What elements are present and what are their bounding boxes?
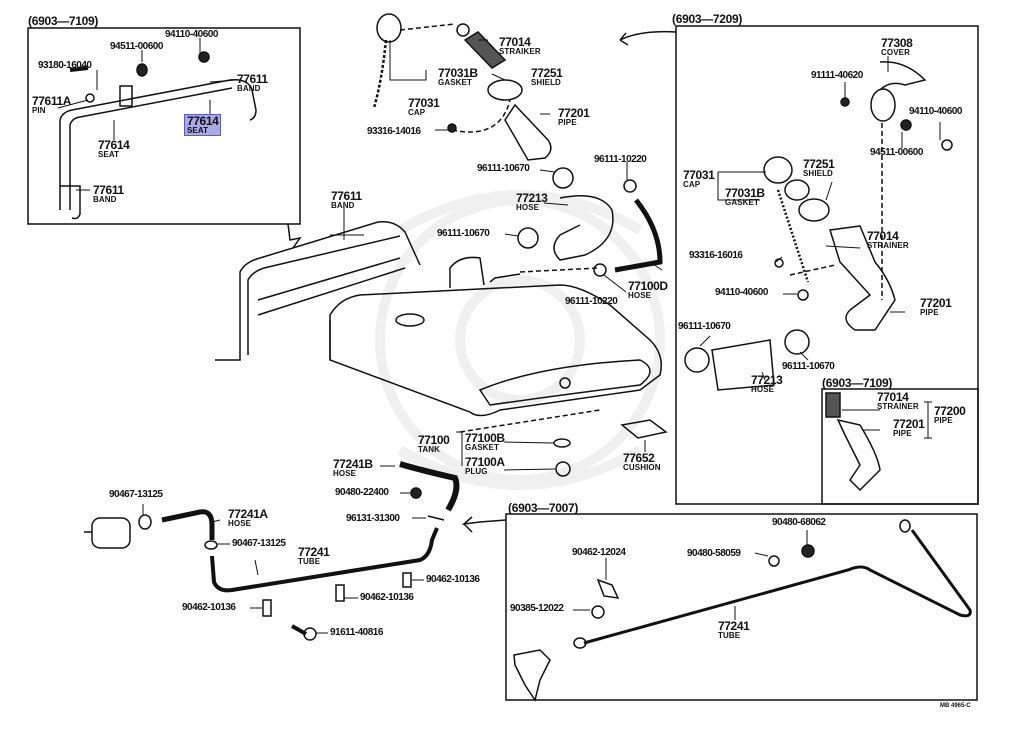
part-label-96111-10220-lower[interactable]: 96111-10220 [565, 296, 618, 307]
part-label-94110-40600[interactable]: 94110-40600 [165, 29, 218, 40]
frame-inset-pipe [821, 388, 979, 505]
tank-band [215, 220, 421, 361]
fuel-tank [329, 256, 662, 417]
tank-small-parts [459, 409, 668, 477]
part-label-96111-10670-right-right-frame[interactable]: 96111-10670 [782, 361, 835, 372]
part-label-94110-40600-lower-right[interactable]: 94110-40600 [715, 287, 768, 298]
part-label-90462-10136-right[interactable]: 90462-10136 [426, 574, 480, 585]
part-label-90480-68062[interactable]: 90480-68062 [772, 517, 826, 528]
part-label-94511-00600-right[interactable]: 94511-00600 [870, 147, 923, 158]
leader-lines [57, 38, 941, 634]
part-label-93316-16016[interactable]: 93316-16016 [689, 250, 743, 261]
part-label-90480-58059[interactable]: 90480-58059 [687, 548, 741, 559]
diagram-code: MB 4965-C [940, 703, 971, 709]
arrow-top-right [619, 30, 677, 46]
part-label-96111-10220-upper[interactable]: 96111-10220 [594, 154, 647, 165]
part-label-94110-40600-upper-right[interactable]: 94110-40600 [909, 106, 962, 117]
frame-bottom-tube [505, 513, 978, 701]
inset-pipe-drawing [825, 392, 881, 492]
frame-title-top-left: (6903—7109) [28, 14, 99, 28]
part-label-91111-40620[interactable]: 91111-40620 [811, 70, 863, 81]
part-label-90480-22400[interactable]: 90480-22400 [335, 487, 389, 498]
part-label-96111-10670-left-right-frame[interactable]: 96111-10670 [678, 321, 731, 332]
arrow-bottom [461, 516, 507, 533]
filler-hose-group [517, 167, 663, 277]
frame-top-left [27, 27, 301, 225]
part-label-90462-10136-left[interactable]: 90462-10136 [182, 602, 236, 613]
part-label-96111-10670-upper[interactable]: 96111-10670 [477, 163, 530, 174]
part-label-96131-31300[interactable]: 96131-31300 [346, 513, 400, 524]
frame-title-inset-pipe: (6903—7109) [822, 376, 893, 390]
filler-neck-group-right [684, 61, 953, 391]
fuel-filter-tube-group [84, 461, 460, 641]
watermark-emblem [375, 190, 665, 490]
part-label-90467-13125-lower[interactable]: 90467-13125 [232, 538, 286, 549]
frame-title-top-right: (6903—7209) [672, 12, 743, 26]
part-label-90462-12024[interactable]: 90462-12024 [572, 547, 626, 558]
part-label-93316-14016[interactable]: 93316-14016 [367, 126, 421, 137]
band-seat-assembly [59, 51, 257, 220]
frame-title-bottom-tube: (6903—7007) [508, 501, 579, 515]
part-label-91611-40816[interactable]: 91611-40816 [330, 627, 383, 638]
bottom-tube-drawing [513, 519, 972, 702]
part-label-93180-16040[interactable]: 93180-16040 [38, 60, 92, 71]
part-label-90467-13125-upper[interactable]: 90467-13125 [109, 489, 163, 500]
part-label-90385-12022[interactable]: 90385-12022 [510, 603, 564, 614]
frame-top-right [675, 25, 979, 505]
part-label-94511-00600[interactable]: 94511-00600 [110, 41, 163, 52]
part-label-90462-10136-middle[interactable]: 90462-10136 [360, 592, 414, 603]
filler-cap-group [372, 13, 552, 161]
arrow-top-left [287, 223, 302, 249]
part-label-96111-10670-lower[interactable]: 96111-10670 [437, 228, 490, 239]
